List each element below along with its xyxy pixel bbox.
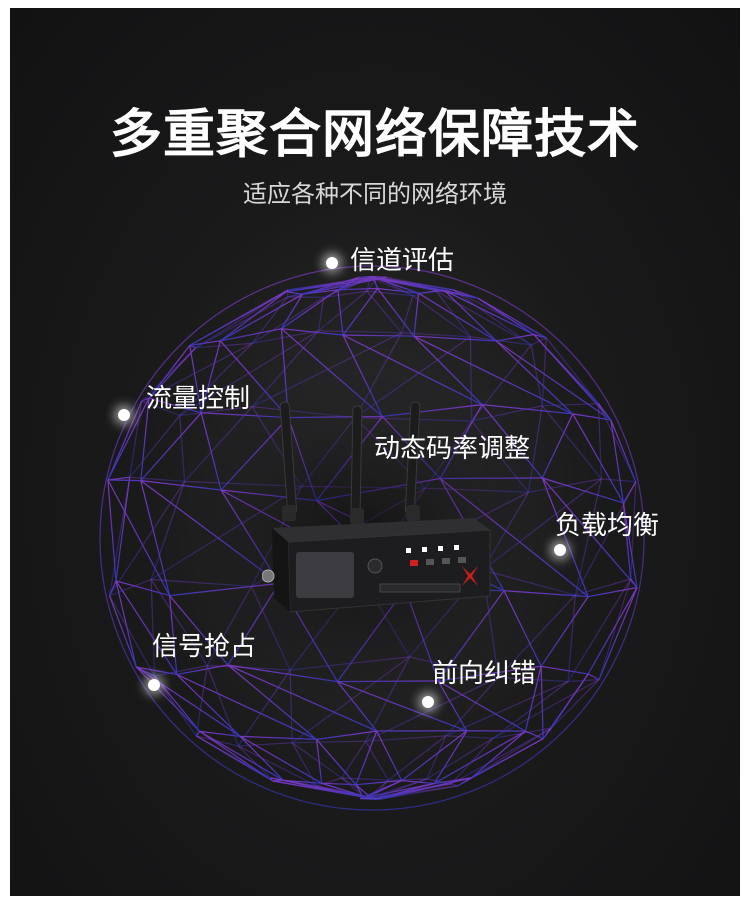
- signal-preempt-dot: [148, 679, 160, 691]
- transmitter-device-image: [262, 401, 491, 613]
- feature-flow-control: 流量控制: [146, 384, 251, 414]
- feature-channel-eval: 信道评估: [350, 246, 455, 276]
- feature-load-balance: 负载均衡: [555, 511, 660, 541]
- feature-signal-preempt: 信号抢占: [152, 632, 257, 662]
- page-title: 多重聚合网络保障技术: [109, 105, 640, 165]
- poster-panel: 多重聚合网络保障技术 适应各种不同的网络环境: [10, 8, 740, 896]
- load-balance-dot: [554, 544, 566, 556]
- page-subtitle: 适应各种不同的网络环境: [243, 180, 507, 208]
- forward-ecc-dot: [422, 696, 434, 708]
- flow-control-dot: [118, 409, 130, 421]
- feature-forward-ecc: 前向纠错: [432, 659, 537, 689]
- channel-eval-dot: [326, 257, 338, 269]
- feature-dynamic-bitrate: 动态码率调整: [374, 434, 531, 464]
